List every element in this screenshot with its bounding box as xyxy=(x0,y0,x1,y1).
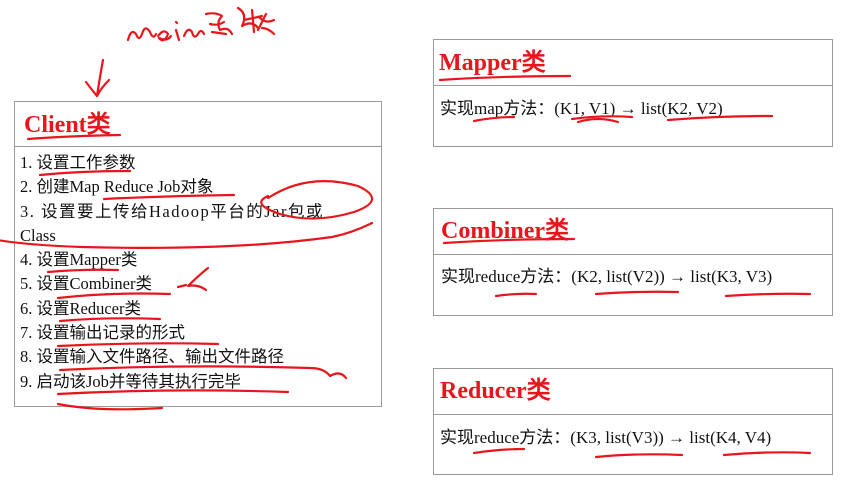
client-step-6: 6. 设置Reducer类 xyxy=(20,298,141,318)
reducer-class-box: Reducer类 实现reduce方法：(K3, list(V3)) → lis… xyxy=(433,368,833,475)
down-arrow-icon xyxy=(84,58,111,98)
client-step-9: 9. 启动该Job并等待其执行完毕 xyxy=(20,371,241,391)
combiner-class-box: Combiner类 实现reduce方法：(K2, list(V2)) → li… xyxy=(433,208,833,316)
client-step-8: 8. 设置输入文件路径、输出文件路径 xyxy=(20,347,284,367)
client-class-box: Client类 1. 设置工作参数 2. 创建Map Reduce Job对象 … xyxy=(14,101,382,407)
combiner-method-text: 实现reduce方法：(K2, list(V2)) → list(K3, V3) xyxy=(441,267,773,286)
mapper-class-title: Mapper类 xyxy=(439,50,546,76)
client-class-header: Client类 xyxy=(15,102,381,147)
client-step-3-continued: Class xyxy=(20,225,56,245)
handwritten-main-function-label xyxy=(126,6,276,42)
combiner-class-title: Combiner类 xyxy=(441,218,569,244)
client-step-5: 5. 设置Combiner类 xyxy=(20,274,152,294)
client-steps-list: 1. 设置工作参数 2. 创建Map Reduce Job对象 3. 设置要上传… xyxy=(15,147,381,394)
mapper-method-text: 实现map方法：(K1, V1) → list(K2, V2) xyxy=(440,99,723,118)
client-step-3: 3. 设置要上传给Hadoop平台的Jar包或 xyxy=(20,201,324,221)
client-step-2: 2. 创建Map Reduce Job对象 xyxy=(20,177,214,197)
reducer-class-title: Reducer类 xyxy=(440,378,551,404)
mapper-class-box: Mapper类 实现map方法：(K1, V1) → list(K2, V2) xyxy=(433,39,833,147)
reducer-method-text: 实现reduce方法：(K3, list(V3)) → list(K4, V4) xyxy=(440,428,772,447)
reducer-class-header: Reducer类 xyxy=(434,369,832,415)
combiner-class-header: Combiner类 xyxy=(434,209,832,255)
client-step-7: 7. 设置输出记录的形式 xyxy=(20,323,185,343)
client-class-title: Client类 xyxy=(24,112,111,138)
client-step-4: 4. 设置Mapper类 xyxy=(20,250,138,270)
client-step-1: 1. 设置工作参数 xyxy=(20,153,136,172)
mapper-class-header: Mapper类 xyxy=(434,40,832,86)
